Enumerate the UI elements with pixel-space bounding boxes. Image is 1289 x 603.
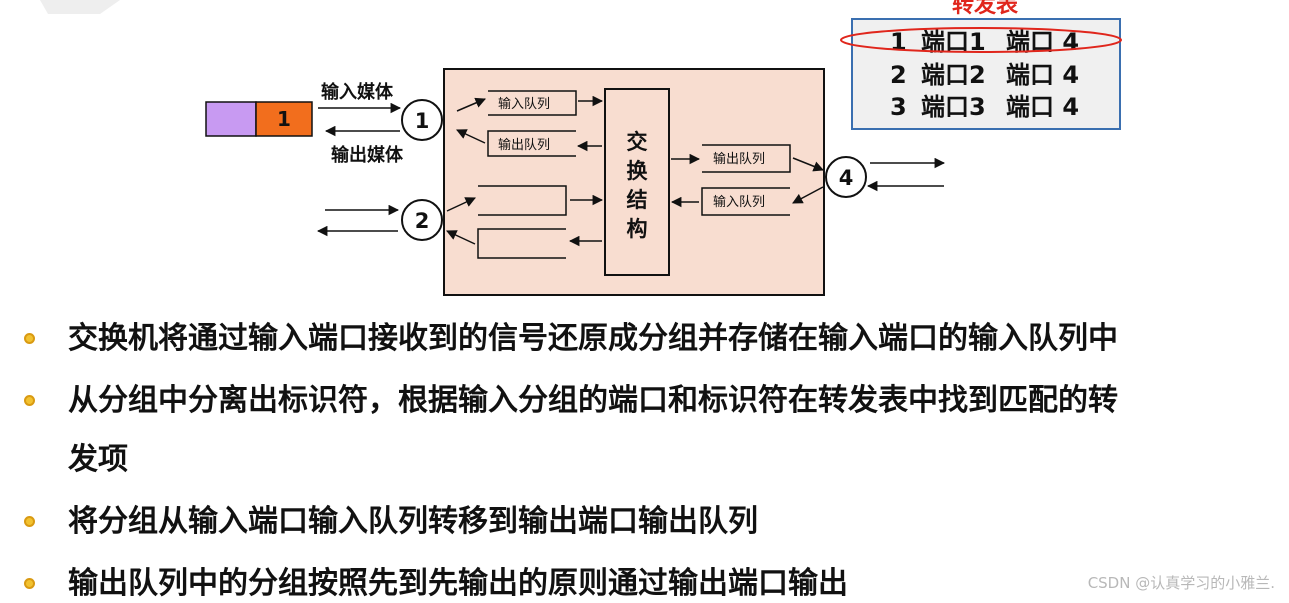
bullet-4: 输出队列中的分组按照先到先输出的原则通过输出端口输出 [68, 566, 848, 601]
bullet-dot-icon [24, 395, 35, 406]
port-2 [401, 199, 443, 241]
switch-fabric-char-4: 构 [627, 217, 648, 241]
port4-output-queue-label: 输出队列 [713, 151, 765, 167]
port2-output-queue [477, 228, 566, 259]
decorative-shape [40, 0, 120, 14]
output-medium-label: 输出媒体 [331, 144, 404, 166]
bullet-2-continuation: 发项 [68, 442, 128, 477]
packet-body [255, 101, 313, 137]
watermark: CSDN @认真学习的小雅兰. [1087, 574, 1275, 592]
table-row-3-in-port: 端口3 [921, 93, 986, 121]
arrow-output-queue-to-port2 [446, 230, 476, 245]
bullet-dot-icon [24, 516, 35, 527]
arrow-port1-to-input-queue [456, 97, 486, 112]
bullet-dot-icon [24, 578, 35, 589]
port-1-label: 1 [415, 109, 430, 133]
matched-entry-highlight [840, 27, 1122, 53]
port-1 [401, 99, 443, 141]
table-row-1-id: 1 [890, 28, 907, 56]
switch-fabric-char-2: 换 [627, 159, 649, 183]
port1-output-queue [487, 130, 576, 157]
table-row-2-in-port: 端口2 [921, 61, 986, 89]
input-medium-label: 输入媒体 [321, 81, 394, 103]
bullet-1: 交换机将通过输入端口接收到的信号还原成分组并存储在输入端口的输入队列中 [68, 321, 1118, 356]
port1-input-queue [488, 90, 577, 116]
arrow-port4-to-input-queue [792, 186, 824, 204]
arrow-output-queue-to-port4 [792, 157, 824, 172]
port4-output-queue [702, 144, 791, 173]
port2-input-queue [478, 185, 567, 216]
port4-input-queue-label: 输入队列 [713, 194, 765, 210]
switch-diagram: 1 输入媒体 输出媒体 1 2 4 输入队列 输出队列 交 换 结 构 输出队列… [40, 0, 1122, 296]
arrow-port2-to-input-queue [446, 197, 476, 212]
port-4 [825, 156, 867, 198]
table-row-3-out-port: 端口 4 [1006, 93, 1079, 121]
table-row-2-id: 2 [890, 61, 907, 89]
packet-header [205, 101, 257, 137]
arrow-output-queue-to-port1 [456, 129, 486, 144]
packet-label: 1 [277, 107, 291, 131]
port1-output-queue-label: 输出队列 [498, 137, 550, 153]
switch-fabric-char-3: 结 [627, 188, 648, 212]
forwarding-table [851, 18, 1121, 130]
bullet-3: 将分组从输入端口输入队列转移到输出端口输出队列 [68, 504, 758, 539]
port4-input-queue [701, 187, 790, 216]
bullet-2: 从分组中分离出标识符，根据输入分组的端口和标识符在转发表中找到匹配的转 [68, 383, 1118, 418]
forwarding-table-title: 转发表 [952, 0, 1019, 18]
table-row-3-id: 3 [890, 93, 907, 121]
port1-input-queue-label: 输入队列 [498, 96, 550, 112]
port-2-label: 2 [415, 209, 430, 233]
port-4-label: 4 [839, 166, 854, 190]
switch-fabric-char-1: 交 [627, 130, 648, 154]
switch-fabric [604, 88, 670, 276]
table-row-2-out-port: 端口 4 [1006, 61, 1079, 89]
bullet-dot-icon [24, 333, 35, 344]
